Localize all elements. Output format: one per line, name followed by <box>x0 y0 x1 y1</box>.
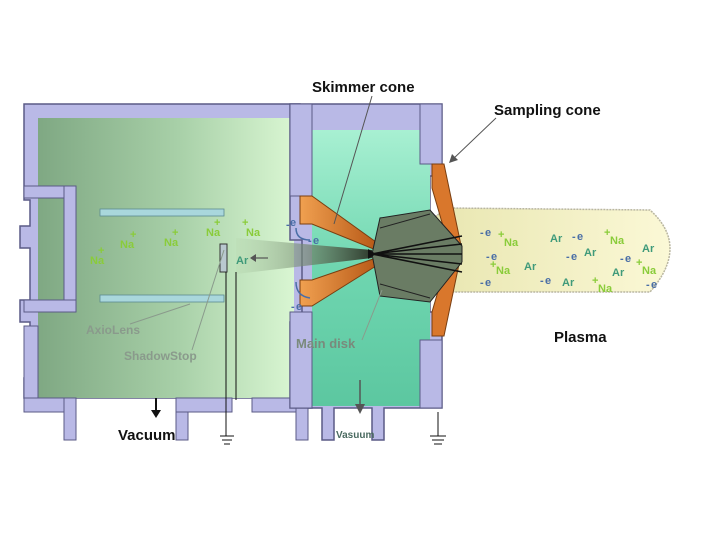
ion-beam <box>236 238 372 274</box>
svg-text:Ar: Ar <box>524 261 537 273</box>
svg-text:+: + <box>592 275 598 287</box>
svg-text:e: e <box>296 301 302 313</box>
svg-text:e: e <box>571 251 577 263</box>
svg-text:-: - <box>291 301 295 313</box>
svg-text:+: + <box>490 259 496 271</box>
svg-text:e: e <box>651 279 657 291</box>
electron-curl-arrow-upper <box>295 227 311 241</box>
svg-text:+: + <box>498 229 504 241</box>
sampling-cone-label: Sampling cone <box>494 102 601 119</box>
svg-text:e: e <box>625 253 631 265</box>
svg-text:Na: Na <box>90 255 105 267</box>
left-chamber-wall <box>19 103 313 441</box>
svg-text:-: - <box>486 251 490 263</box>
svg-text:e: e <box>545 275 551 287</box>
electrons-near-skimmer: - e - e - e <box>286 217 319 313</box>
svg-text:Na: Na <box>496 265 511 277</box>
svg-text:-: - <box>620 253 624 265</box>
svg-text:e: e <box>485 277 491 289</box>
svg-text:-: - <box>480 277 484 289</box>
axiolens-label: AxioLens <box>86 323 140 337</box>
sampling-cone-leader <box>451 117 497 161</box>
ground-symbol-right <box>430 412 446 445</box>
sampling-cone-leader-arrow <box>449 154 458 163</box>
svg-text:+: + <box>130 229 136 241</box>
main-disk-leader <box>361 289 383 341</box>
ground-symbol-left <box>220 435 234 445</box>
svg-text:-: - <box>540 275 544 287</box>
svg-text:Ar: Ar <box>236 255 249 267</box>
plasma-region <box>429 207 671 293</box>
shadowstop-label: ShadowStop <box>124 349 197 363</box>
svg-text:-: - <box>480 227 484 239</box>
argon-drift-arrowhead <box>250 254 256 262</box>
svg-text:Na: Na <box>120 239 135 251</box>
svg-text:+: + <box>214 217 220 229</box>
svg-text:+: + <box>98 245 104 257</box>
svg-text:+: + <box>172 227 178 239</box>
vacuum-arrow-middle <box>355 380 365 414</box>
svg-text:Na: Na <box>598 283 613 295</box>
svg-text:e: e <box>290 217 296 229</box>
svg-text:Na: Na <box>610 235 625 247</box>
svg-text:e: e <box>485 227 491 239</box>
svg-text:Ar: Ar <box>562 277 575 289</box>
svg-text:-: - <box>308 235 312 247</box>
shadow-stop <box>219 243 228 273</box>
svg-text:Na: Na <box>642 265 657 277</box>
svg-text:Na: Na <box>206 227 221 239</box>
svg-text:Na: Na <box>164 237 179 249</box>
svg-text:+: + <box>242 217 248 229</box>
svg-text:Ar: Ar <box>584 247 597 259</box>
vacuum-label: Vacuum <box>118 427 176 444</box>
expansion-fan <box>371 209 463 303</box>
svg-text:e: e <box>313 235 319 247</box>
vacuum-arrow-left <box>151 398 161 418</box>
svg-text:-: - <box>646 279 650 291</box>
svg-text:Na: Na <box>246 227 261 239</box>
svg-text:Ar: Ar <box>642 243 655 255</box>
shadowstop-leader <box>191 249 225 351</box>
sampling-cone <box>431 163 463 337</box>
svg-text:-: - <box>566 251 570 263</box>
svg-text:-: - <box>572 231 576 243</box>
svg-text:Ar: Ar <box>612 267 625 279</box>
main-disk-label: Main disk <box>296 336 356 351</box>
axiolens-leader <box>129 303 191 325</box>
sodium-ions-vacuum: Na + Na + Na + Na + Na + Ar <box>90 217 261 267</box>
electron-curl-arrow-lower <box>295 281 311 299</box>
svg-text:+: + <box>636 257 642 269</box>
svg-text:e: e <box>577 231 583 243</box>
svg-text:+: + <box>604 227 610 239</box>
plasma-species: -e +Na Ar -e +Na Ar -e Ar -e -e + +Na Ar… <box>480 227 657 295</box>
ion-lens-lower-plate <box>99 294 225 303</box>
ion-lens-upper-plate <box>99 208 225 217</box>
beam-arrowhead <box>368 249 376 259</box>
svg-text:Na: Na <box>504 237 519 249</box>
skimmer-cone-label: Skimmer cone <box>312 79 415 96</box>
svg-text:e: e <box>491 251 497 263</box>
plasma-label: Plasma <box>554 329 607 346</box>
svg-text:-: - <box>286 219 290 231</box>
svg-text:Ar: Ar <box>550 233 563 245</box>
skimmer-cone-leader <box>333 95 373 225</box>
vacuum-small-label: Vasuum <box>336 430 374 441</box>
